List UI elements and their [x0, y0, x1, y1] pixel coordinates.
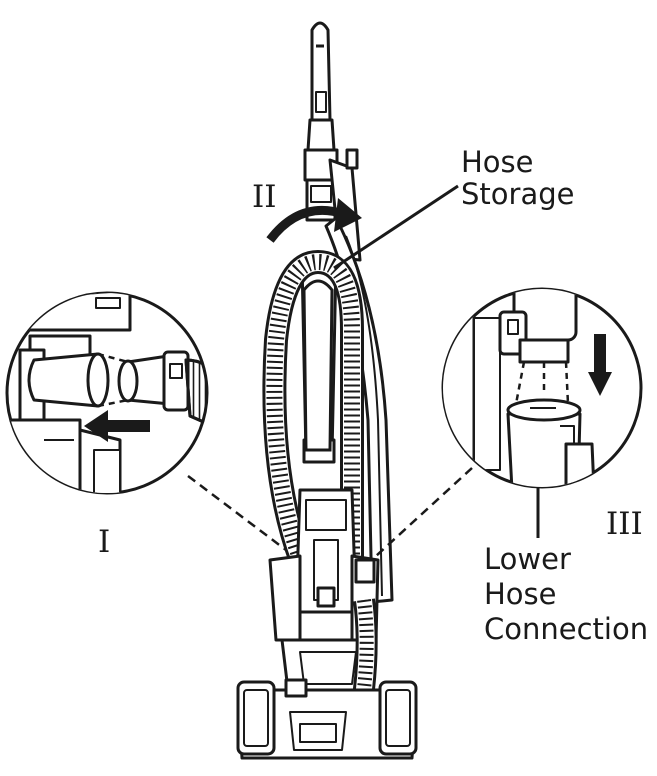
vacuum-base	[236, 678, 418, 760]
callout-hose-storage-line-1: Hose	[461, 145, 534, 179]
step-3-label: III	[606, 506, 643, 542]
detail-circle-step-3	[441, 287, 643, 489]
callout-lower-hose-connection-line-3: Connection	[484, 612, 649, 646]
step-2-curved-arrow	[266, 198, 362, 243]
step-1-label: I	[98, 524, 111, 560]
detail-circle-step-1	[5, 291, 209, 495]
vacuum-lower-body	[268, 488, 380, 692]
callout-lower-hose-connection-line-2: Hose	[484, 577, 557, 611]
callout-lower-hose-connection-line-1: Lower	[484, 542, 571, 576]
hose-loop	[262, 249, 364, 563]
callout-hose-storage-line-2: Storage	[461, 177, 575, 211]
step-2-label: II	[252, 179, 277, 215]
